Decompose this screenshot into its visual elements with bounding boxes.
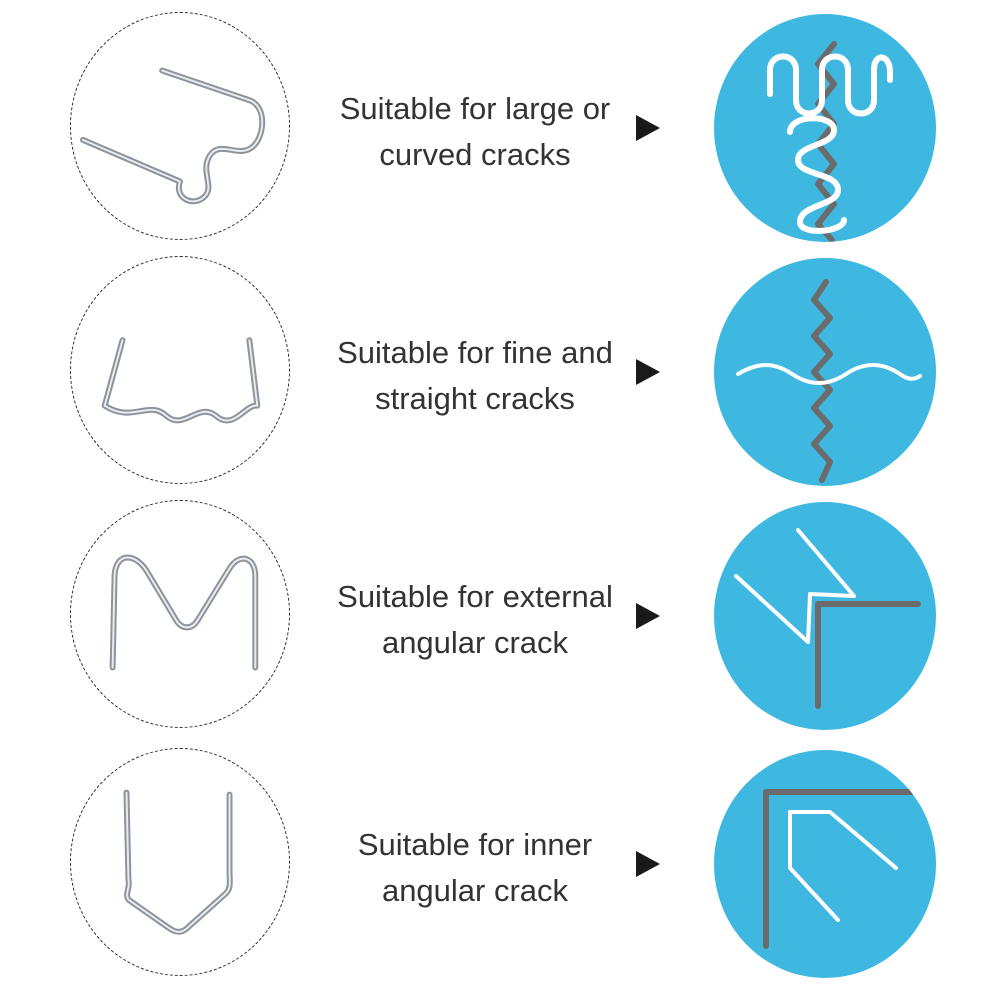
staple-row-inner-angle: Suitable for inner angular crack <box>0 748 1000 988</box>
caption-line-1: Suitable for fine and <box>337 335 613 370</box>
staple-row-curved: Suitable for large or curved cracks <box>0 12 1000 252</box>
caption-line-1: Suitable for inner <box>357 827 593 862</box>
staple-caption: Suitable for external angular crack <box>320 574 630 666</box>
caption-line-2: curved cracks <box>379 137 571 172</box>
straight-crack-icon <box>714 258 936 486</box>
inner-angle-crack-icon <box>714 750 936 978</box>
arrow-right-icon <box>636 359 660 385</box>
arrow-right-icon <box>636 851 660 877</box>
m-staple-icon <box>70 500 290 728</box>
arrow-right-icon <box>636 115 660 141</box>
flat-wave-staple-icon <box>70 256 290 484</box>
caption-line-2: angular crack <box>381 873 569 908</box>
wavy-staple-icon <box>70 12 290 240</box>
staple-row-external-angle: Suitable for external angular crack <box>0 500 1000 740</box>
caption-line-2: angular crack <box>381 625 569 660</box>
caption-line-1: Suitable for large or <box>339 91 611 126</box>
staple-caption: Suitable for fine and straight cracks <box>320 330 630 422</box>
arrow-right-icon <box>636 603 660 629</box>
curved-crack-icon <box>714 14 936 242</box>
staple-row-straight: Suitable for fine and straight cracks <box>0 256 1000 496</box>
caption-line-2: straight cracks <box>375 381 575 416</box>
staple-caption: Suitable for inner angular crack <box>320 822 630 914</box>
v-staple-icon <box>70 748 290 976</box>
external-angle-crack-icon <box>714 502 936 730</box>
staple-caption: Suitable for large or curved cracks <box>320 86 630 178</box>
caption-line-1: Suitable for external <box>337 579 613 614</box>
